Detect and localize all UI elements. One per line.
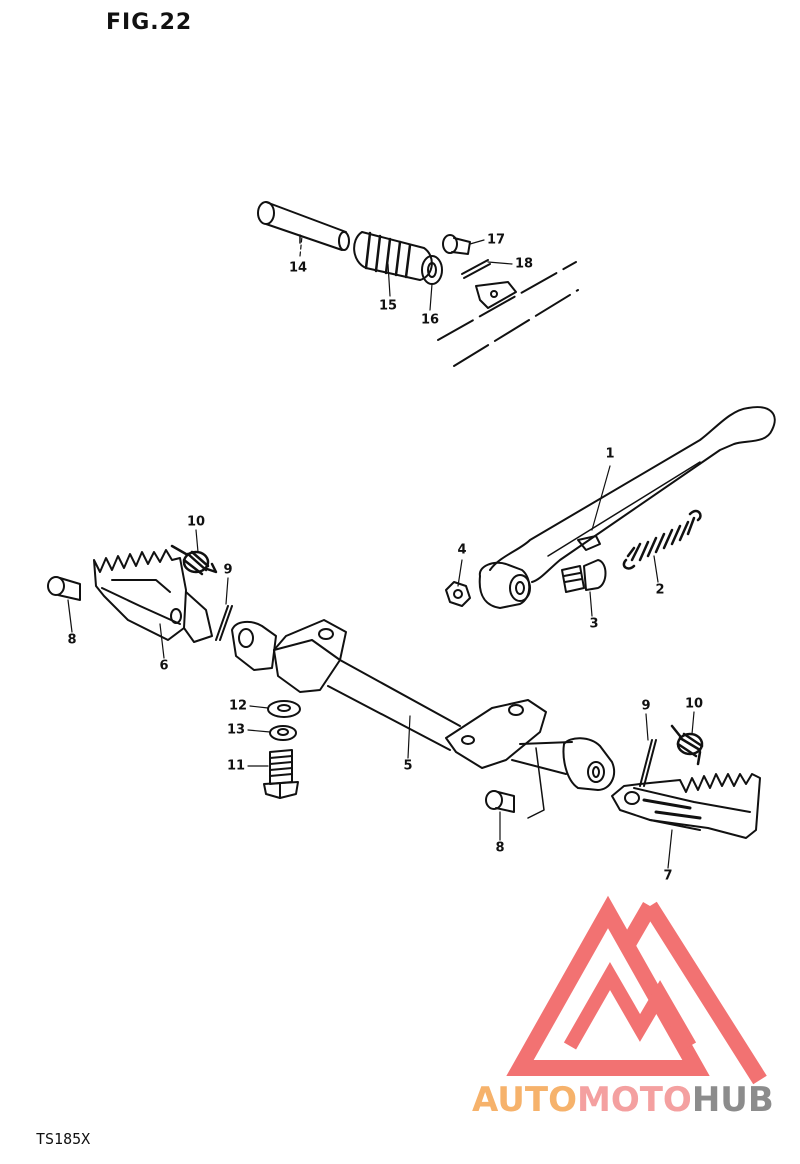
part-1-sidestand bbox=[478, 406, 776, 609]
callout-2: 2 bbox=[655, 582, 665, 598]
part-6-footpeg bbox=[93, 549, 213, 643]
watermark-logo bbox=[506, 895, 767, 1085]
part-9-cotter-right bbox=[639, 739, 657, 787]
watermark-text-hub: HUB bbox=[691, 1080, 774, 1120]
callout-10-left: 10 bbox=[186, 514, 206, 530]
part-14-pin bbox=[257, 201, 350, 251]
part-10-spring-left bbox=[170, 544, 218, 576]
callout-10-right: 10 bbox=[684, 696, 704, 712]
part-2-spring bbox=[622, 509, 702, 570]
callout-8-right: 8 bbox=[495, 840, 505, 856]
callout-7: 7 bbox=[663, 868, 673, 884]
callout-15: 15 bbox=[378, 298, 398, 314]
part-4-nut bbox=[445, 581, 471, 607]
part-10-spring-right bbox=[670, 724, 704, 766]
callout-8-left: 8 bbox=[67, 632, 77, 648]
callout-1: 1 bbox=[605, 446, 615, 462]
figure-title: FIG.22 bbox=[106, 10, 193, 35]
part-3-bolt bbox=[561, 559, 607, 593]
part-12-washer bbox=[267, 700, 301, 718]
upper-bracket bbox=[475, 281, 517, 309]
callout-4: 4 bbox=[457, 542, 467, 558]
callout-16: 16 bbox=[420, 312, 440, 328]
callout-9-left: 9 bbox=[223, 562, 233, 578]
callout-3: 3 bbox=[589, 616, 599, 632]
part-18-cotter bbox=[461, 259, 491, 279]
watermark-text: AUTOMOTOHUB bbox=[472, 1080, 774, 1120]
callout-9-right: 9 bbox=[641, 698, 651, 714]
model-code: TS185X bbox=[36, 1130, 91, 1148]
part-8-pin-right bbox=[485, 790, 515, 813]
callout-14: 14 bbox=[288, 260, 308, 276]
part-13-lockwasher bbox=[269, 725, 297, 741]
callout-5: 5 bbox=[403, 758, 413, 774]
part-9-cotter-left bbox=[215, 605, 233, 641]
watermark-text-moto: MOTO bbox=[576, 1080, 692, 1120]
part-17-clevis bbox=[442, 234, 471, 255]
callout-11: 11 bbox=[226, 758, 246, 774]
part-15-rubber bbox=[353, 231, 433, 281]
callout-12: 12 bbox=[228, 698, 248, 714]
part-11-bolt bbox=[263, 749, 299, 799]
callout-17: 17 bbox=[486, 232, 506, 248]
watermark-text-auto: AUTO bbox=[472, 1080, 577, 1120]
callout-6: 6 bbox=[159, 658, 169, 674]
callout-13: 13 bbox=[226, 722, 246, 738]
part-7-footpeg bbox=[611, 773, 761, 839]
callout-18: 18 bbox=[514, 256, 534, 272]
part-8-pin-left bbox=[47, 576, 81, 601]
part-5-footrest-bar bbox=[231, 619, 616, 819]
